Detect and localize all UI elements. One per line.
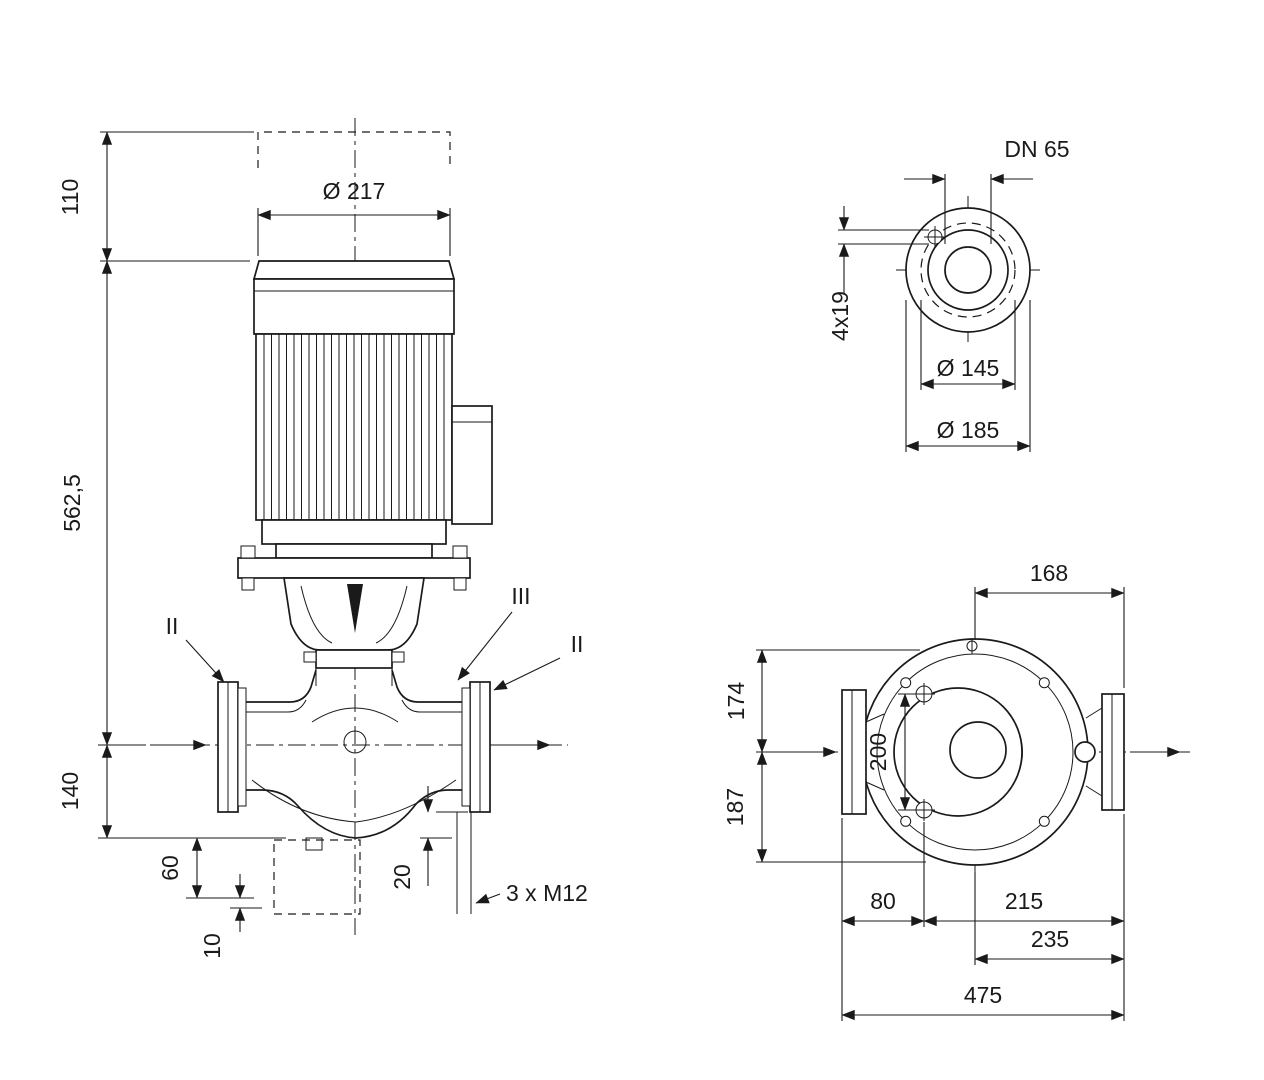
dim-475-label: 475 xyxy=(964,982,1002,1008)
front-dimensions: 110 562,5 140 Ø 217 60 10 20 xyxy=(57,131,588,959)
bore-circle xyxy=(944,246,992,294)
bolt-circle xyxy=(920,222,1016,318)
fan-cover-body xyxy=(253,278,455,335)
ring-hole-bottom-left xyxy=(900,815,912,827)
dim-185-label: Ø 185 xyxy=(937,417,1000,443)
impeller-shroud xyxy=(311,707,399,723)
casing-top-right xyxy=(391,669,462,703)
flange-bolt-left xyxy=(240,545,256,559)
dim-140-label: 140 xyxy=(57,772,83,810)
top-view: 168 174 187 200 80 215 235 475 xyxy=(722,560,1190,1021)
mounting-flange xyxy=(237,545,471,591)
note-m12-label: 3 x M12 xyxy=(506,880,588,906)
suction-gasket-face xyxy=(237,687,247,807)
dim-145-label: Ø 145 xyxy=(937,355,1000,381)
top-dimensions: 168 174 187 200 80 215 235 475 xyxy=(722,560,1125,1021)
drain-plug xyxy=(305,837,323,851)
dim-80-label: 80 xyxy=(870,888,896,914)
casing-top-left xyxy=(246,669,317,703)
fan-cover-cap xyxy=(252,260,456,280)
motor-flange-ring xyxy=(876,653,1074,851)
section-label-iii: III xyxy=(511,583,530,609)
dim-217-label: Ø 217 xyxy=(323,178,386,204)
volute-tongue xyxy=(1008,712,1023,792)
flange-outer-circle xyxy=(905,207,1031,333)
motor-lower-band xyxy=(261,519,447,545)
seal-housing xyxy=(315,649,393,669)
gauge-boss xyxy=(1074,741,1096,763)
pump-casing xyxy=(217,668,491,915)
dim-10-label: 10 xyxy=(199,933,225,959)
section-leader-iii xyxy=(457,611,513,681)
motor-removal-clearance-outline xyxy=(257,131,451,168)
front-view: II III II 110 562,5 140 Ø 217 60 xyxy=(57,118,588,959)
shaft-tip xyxy=(347,584,363,633)
terminal-box xyxy=(451,405,493,525)
seal-tab-right xyxy=(391,651,405,663)
motor xyxy=(252,260,493,559)
dim-4x19-label: 4x19 xyxy=(827,291,853,341)
seal-tab-left xyxy=(303,651,317,663)
top-discharge-flange xyxy=(1085,693,1125,811)
flange-stud-right xyxy=(453,577,467,591)
motor-fins xyxy=(263,334,445,520)
section-label-ii-left: II xyxy=(166,613,179,639)
raised-face-circle xyxy=(927,229,1009,311)
top-suction-flange xyxy=(841,689,885,815)
lantern xyxy=(283,577,425,669)
dim-200-label: 200 xyxy=(865,733,891,771)
flange-view: DN 65 4x19 Ø 145 Ø 185 xyxy=(827,136,1070,452)
dim-215-label: 215 xyxy=(1005,888,1043,914)
section-leader-ii-left xyxy=(185,639,225,683)
dim-110-label: 110 xyxy=(57,179,83,216)
volute-bottom-contour xyxy=(246,789,462,839)
ring-hole-top-left xyxy=(900,677,912,689)
flange-bolt-right xyxy=(452,545,468,559)
dim-562-label: 562,5 xyxy=(59,474,85,532)
ring-hole-top-right xyxy=(1038,677,1050,689)
dim-20-label: 20 xyxy=(389,864,415,890)
mounting-flange-plate xyxy=(237,557,471,579)
dim-168-label: 168 xyxy=(1030,560,1068,586)
motor-shoulder xyxy=(275,543,433,559)
dim-dn65-label: DN 65 xyxy=(1004,136,1069,162)
volute-inner-contour xyxy=(251,779,457,823)
ring-hole-bottom-right xyxy=(1038,815,1050,827)
dim-174-label: 174 xyxy=(723,682,749,721)
foundation-outline xyxy=(273,839,361,915)
dim-235-label: 235 xyxy=(1031,926,1069,952)
dim-60-label: 60 xyxy=(157,855,183,881)
section-markers: II III II xyxy=(166,583,584,691)
pump-foot xyxy=(456,812,472,914)
section-leader-ii-right xyxy=(493,657,561,691)
flange-stud-left xyxy=(241,577,255,591)
section-label-ii-right: II xyxy=(571,631,584,657)
impeller-hub xyxy=(343,730,367,754)
dim-187-label: 187 xyxy=(722,788,748,826)
hub-circle xyxy=(949,721,1007,779)
flange-dimensions: DN 65 4x19 Ø 145 Ø 185 xyxy=(827,136,1070,452)
discharge-gasket-face xyxy=(461,687,471,807)
